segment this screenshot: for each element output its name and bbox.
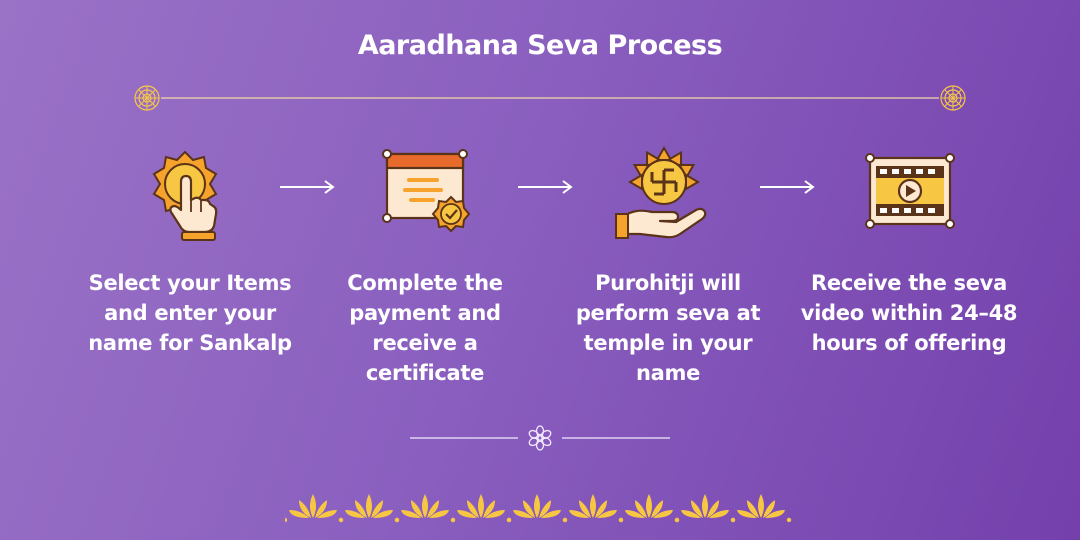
lotus-icon — [674, 494, 736, 523]
top-divider — [134, 85, 966, 111]
bottom-divider — [410, 425, 670, 451]
flower-icon — [528, 425, 552, 451]
mandala-left-icon — [134, 85, 160, 111]
lotus-icon — [394, 494, 456, 523]
step-4-text: Receive the seva video within 24–48 hour… — [800, 271, 1018, 355]
lotus-icon — [730, 494, 792, 523]
lotus-icon — [450, 494, 512, 523]
step-1-text: Select your Items and enter your name fo… — [88, 271, 292, 355]
step-2-text: Complete the payment and receive a certi… — [347, 271, 503, 385]
arrow-right-icon — [280, 180, 335, 194]
swastik-offering-icon — [615, 146, 707, 239]
mandala-right-icon — [940, 85, 966, 111]
lotus-icon — [506, 494, 568, 523]
lotus-icon — [562, 494, 624, 523]
certificate-icon — [382, 149, 471, 233]
video-film-icon — [865, 153, 955, 229]
arrow-right-icon — [518, 180, 573, 194]
step-3-text: Purohitji will perform seva at temple in… — [575, 271, 761, 385]
lotus-icon — [285, 494, 344, 523]
lotus-icon — [338, 494, 400, 523]
pointer-coin-icon — [152, 150, 218, 241]
lotus-icon — [618, 494, 680, 523]
arrow-right-icon — [760, 180, 815, 194]
page-title: Aaradhana Seva Process — [357, 30, 723, 61]
lotus-border — [285, 494, 792, 523]
